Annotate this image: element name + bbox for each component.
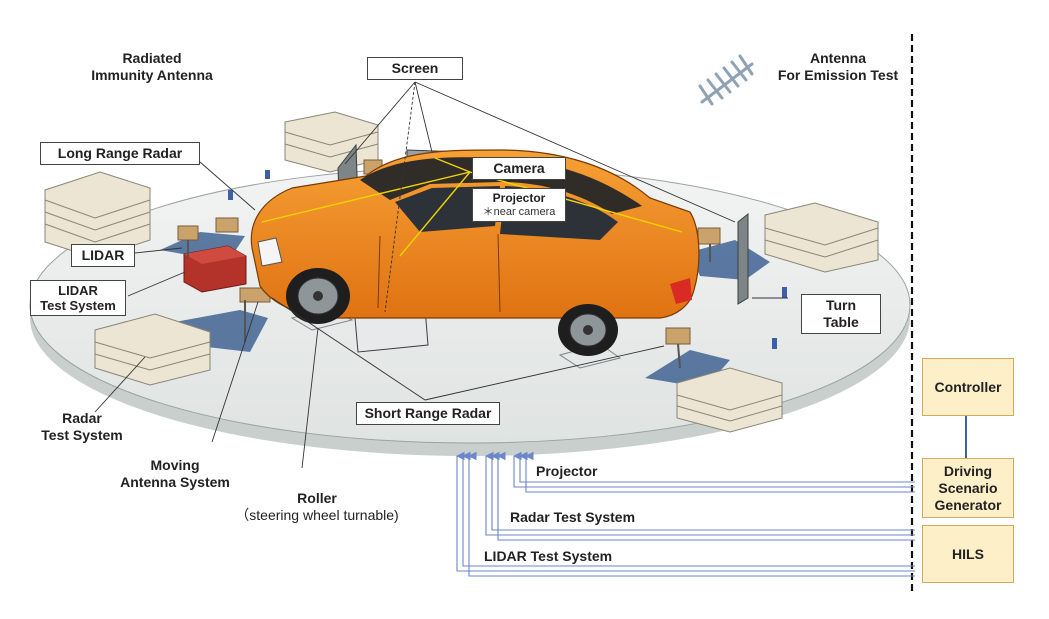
lidar-label: LIDAR [71,244,135,267]
blue-markers [228,170,787,349]
signal-label-lidar-test-system: LIDAR Test System [484,548,613,564]
signal-label-radar-test-system: Radar Test System [510,509,636,525]
absorber-stack-left [44,171,151,259]
camera-label: Camera [472,157,566,180]
front-wheel [286,268,350,324]
screen-label: Screen [367,57,463,80]
projector-label: Projector ＊near camera [472,188,566,222]
emission-antenna-label: Antenna For Emission Test [777,50,899,83]
antenna-posts [187,240,711,369]
rear-wheel [558,304,618,356]
roller-label: Roller （steering wheel turnable) [235,490,399,523]
radar-test-system-label: Radar Test System [41,410,123,443]
emission-antenna-icon [698,54,754,106]
driving-scenario-generator-box: Driving Scenario Generator [922,458,1014,518]
signal-lines [455,451,915,577]
absorber-stack-right [764,202,879,273]
hils-box: HILS [922,525,1014,583]
absorber-stack-bottom-left [94,313,211,386]
leader-lines [94,81,788,469]
turn-table-label: Turn Table [801,294,881,334]
camera-pointers [261,157,683,257]
controller-box: Controller [922,358,1014,416]
short-range-radar-label: Short Range Radar [356,402,500,425]
lidar-test-system-label: LIDAR Test System [30,280,126,316]
moving-antenna-system-label: Moving Antenna System [120,457,230,490]
absorber-stack-bottom-right [676,367,783,433]
lidar-test-system-device [183,245,247,293]
long-range-radar-label: Long Range Radar [40,142,200,165]
projector-title: Projector [492,191,546,205]
radiated-immunity-antenna-label: Radiated Immunity Antenna [91,50,213,83]
signal-label-projector: Projector [536,463,598,479]
projector-note: ＊near camera [482,206,556,218]
